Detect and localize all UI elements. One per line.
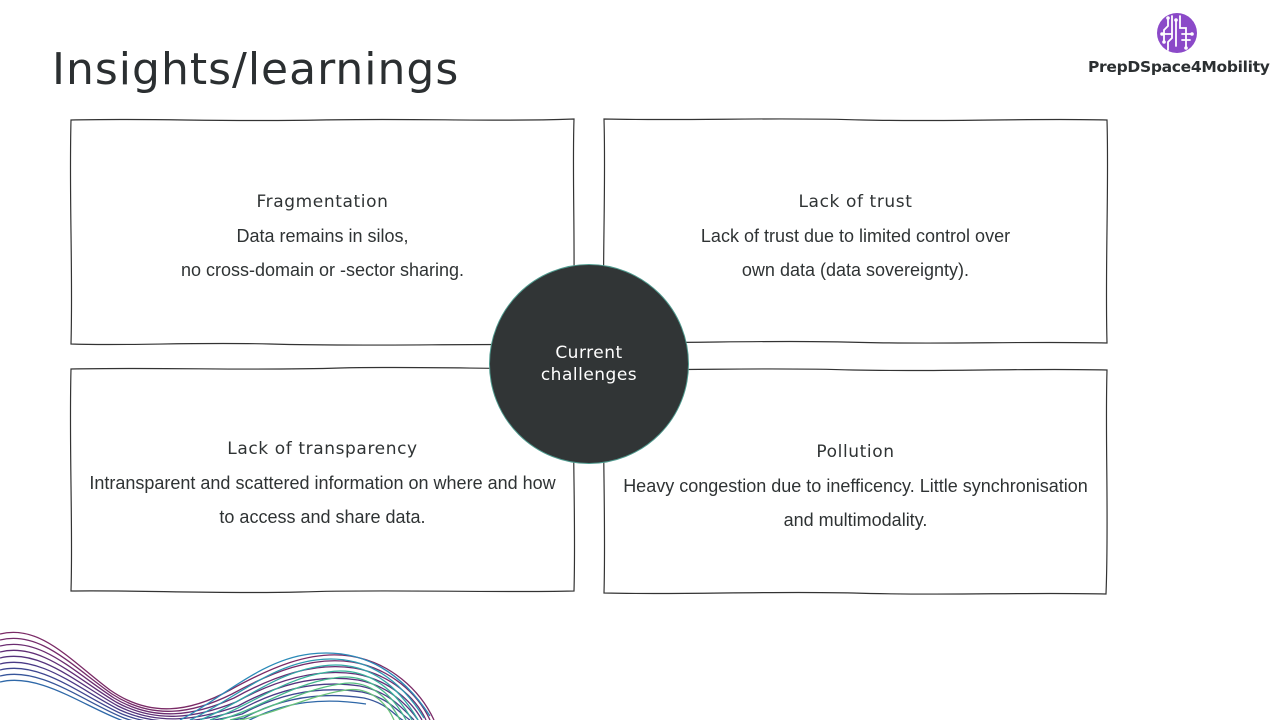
quadrant-line: Lack of trust due to limited control ove… — [700, 226, 1011, 246]
quadrant-lack-of-trust: Lack of trust Lack of trust due to limit… — [602, 118, 1109, 344]
quadrant-line: own data (data sovereignty). — [741, 260, 970, 280]
circuit-logo-icon — [1157, 13, 1197, 53]
quadrant-fragmentation: Fragmentation Data remains in silos, no … — [69, 118, 575, 346]
wave-lines-decoration — [0, 631, 435, 720]
quadrant-title: Lack of trust — [798, 192, 913, 212]
center-label: Current challenges — [540, 343, 638, 385]
quadrant-line: Intransparent and scattered information … — [89, 473, 556, 493]
quadrant-line: and multimodality. — [783, 510, 928, 530]
sketch-frame — [69, 366, 576, 594]
quadrant-lack-of-transparency: Lack of transparency Intransparent and s… — [69, 366, 576, 594]
quadrant-line: Heavy congestion due to inefficency. Lit… — [623, 476, 1088, 496]
quadrant-pollution: Pollution Heavy congestion due to ineffi… — [602, 368, 1108, 595]
center-circle: Current challenges — [489, 264, 689, 464]
brand-logo: PrepDSpace4Mobility — [1088, 12, 1270, 84]
brand-name: PrepDSpace4Mobility — [1088, 58, 1270, 76]
sketch-frame — [602, 368, 1108, 595]
quadrant-line: Data remains in silos, — [236, 226, 409, 246]
quadrant-title: Pollution — [816, 442, 895, 462]
quadrant-line: no cross-domain or -sector sharing. — [180, 260, 465, 280]
quadrant-title: Fragmentation — [256, 192, 389, 212]
slide-title: Insights/learnings — [52, 44, 460, 95]
quadrant-title: Lack of transparency — [227, 439, 418, 459]
quadrant-line: to access and share data. — [219, 507, 426, 527]
